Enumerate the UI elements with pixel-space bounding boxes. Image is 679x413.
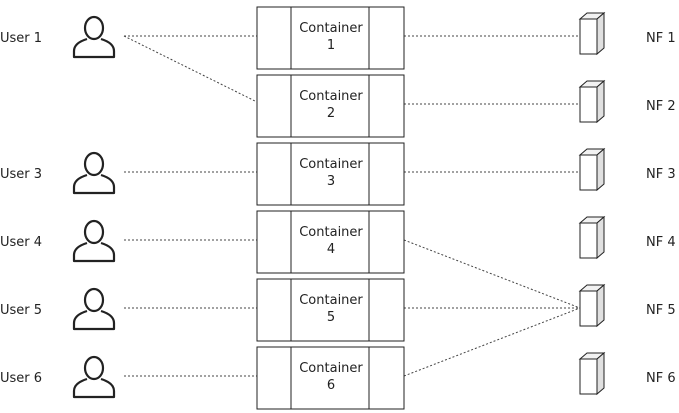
container-number: 3	[326, 174, 336, 189]
container-name: Container	[299, 293, 363, 308]
container-label: Container 4	[291, 224, 371, 258]
user-icon	[72, 287, 116, 331]
container-number: 2	[326, 106, 336, 121]
container-number: 6	[326, 378, 336, 393]
container-nf-link	[403, 239, 581, 309]
container-name: Container	[299, 157, 363, 172]
nf-label: NF 6	[646, 371, 676, 386]
container-label: Container 2	[291, 88, 371, 122]
network-function-icon	[578, 351, 606, 396]
container-number: 5	[326, 310, 336, 325]
user-icon	[72, 219, 116, 263]
container-number: 4	[326, 242, 336, 257]
container-box	[256, 346, 405, 410]
container-label: Container 6	[291, 360, 371, 394]
network-function-icon	[578, 283, 606, 328]
user-label: User 5	[0, 303, 43, 318]
network-function-icon	[578, 11, 606, 56]
container-box	[256, 6, 405, 70]
container-2	[256, 74, 405, 138]
container-4	[256, 210, 405, 274]
container-3	[256, 142, 405, 206]
container-5	[256, 278, 405, 342]
users-layer	[72, 15, 116, 399]
user-container-link	[123, 35, 258, 103]
container-label: Container 3	[291, 156, 371, 190]
network-function-icon	[578, 79, 606, 124]
container-number: 1	[326, 38, 336, 53]
user-icon	[72, 355, 116, 399]
container-label: Container 1	[291, 20, 371, 54]
container-box	[256, 210, 405, 274]
nf-label: NF 3	[646, 167, 676, 182]
container-1	[256, 6, 405, 70]
container-name: Container	[299, 21, 363, 36]
network-functions-layer	[578, 11, 606, 396]
container-box	[256, 142, 405, 206]
network-function-icon	[578, 147, 606, 192]
container-6	[256, 346, 405, 410]
user-label: User 3	[0, 167, 43, 182]
container-name: Container	[299, 361, 363, 376]
container-nf-link	[403, 307, 581, 377]
container-box	[256, 278, 405, 342]
nf-label: NF 1	[646, 31, 676, 46]
container-name: Container	[299, 89, 363, 104]
user-icon	[72, 151, 116, 195]
network-function-icon	[578, 215, 606, 260]
nf-label: NF 5	[646, 303, 676, 318]
nf-label: NF 2	[646, 99, 676, 114]
user-icon	[72, 15, 116, 59]
user-label: User 1	[0, 31, 43, 46]
nf-label: NF 4	[646, 235, 676, 250]
container-box	[256, 74, 405, 138]
container-label: Container 5	[291, 292, 371, 326]
containers-layer	[256, 6, 405, 410]
links-layer	[123, 35, 581, 377]
user-label: User 4	[0, 235, 43, 250]
user-label: User 6	[0, 371, 43, 386]
container-name: Container	[299, 225, 363, 240]
